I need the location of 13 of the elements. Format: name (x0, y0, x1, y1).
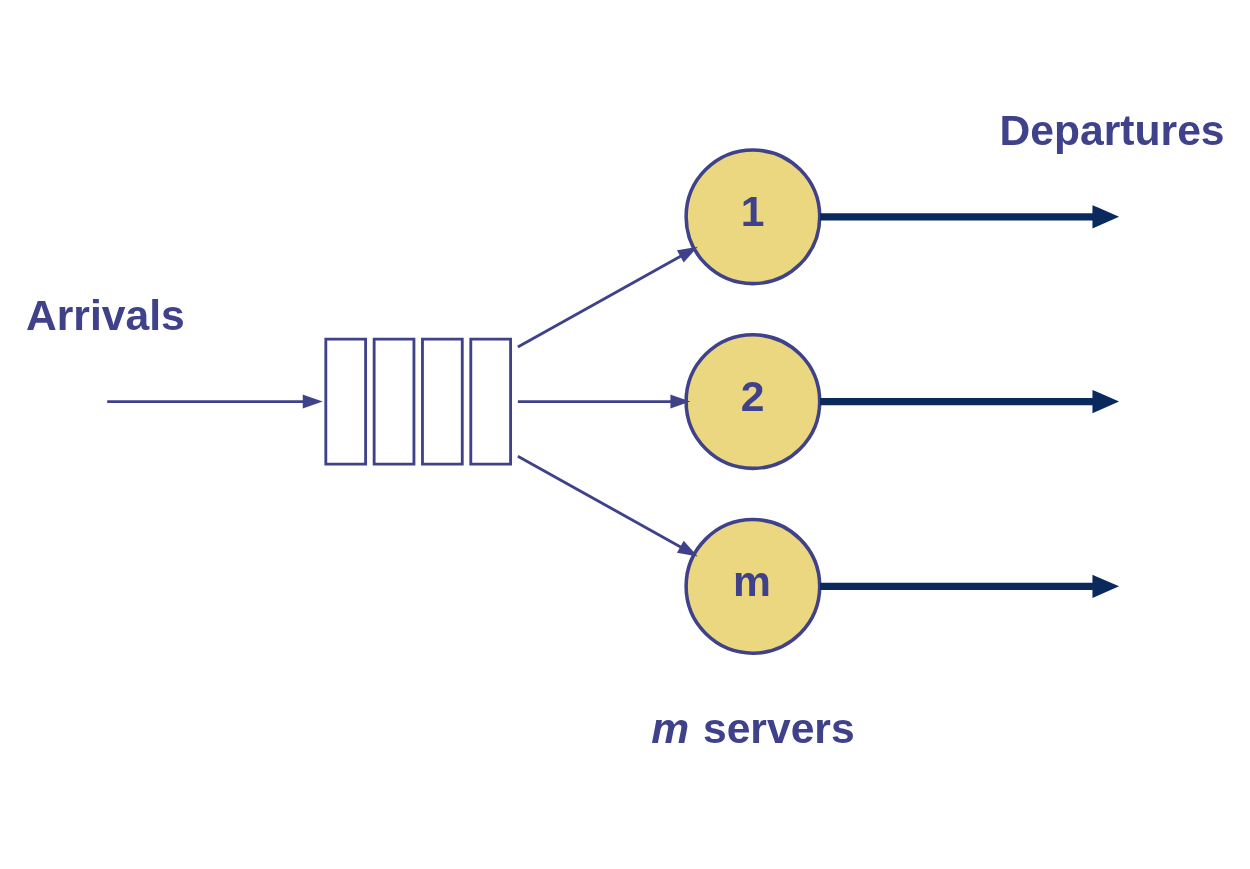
label: Arrivals (25, 290, 185, 339)
arrow (107, 394, 323, 409)
arrow (820, 204, 1120, 228)
label: m servers (651, 703, 855, 752)
label: Departures (999, 105, 1225, 154)
node-circle: m (684, 517, 822, 655)
arrow (517, 246, 698, 348)
arrow (820, 574, 1120, 598)
arrow (517, 394, 691, 409)
node-circle: 2 (684, 332, 822, 470)
node-circle: 1 (684, 147, 822, 285)
arrow (517, 454, 698, 556)
arrow (820, 389, 1120, 413)
